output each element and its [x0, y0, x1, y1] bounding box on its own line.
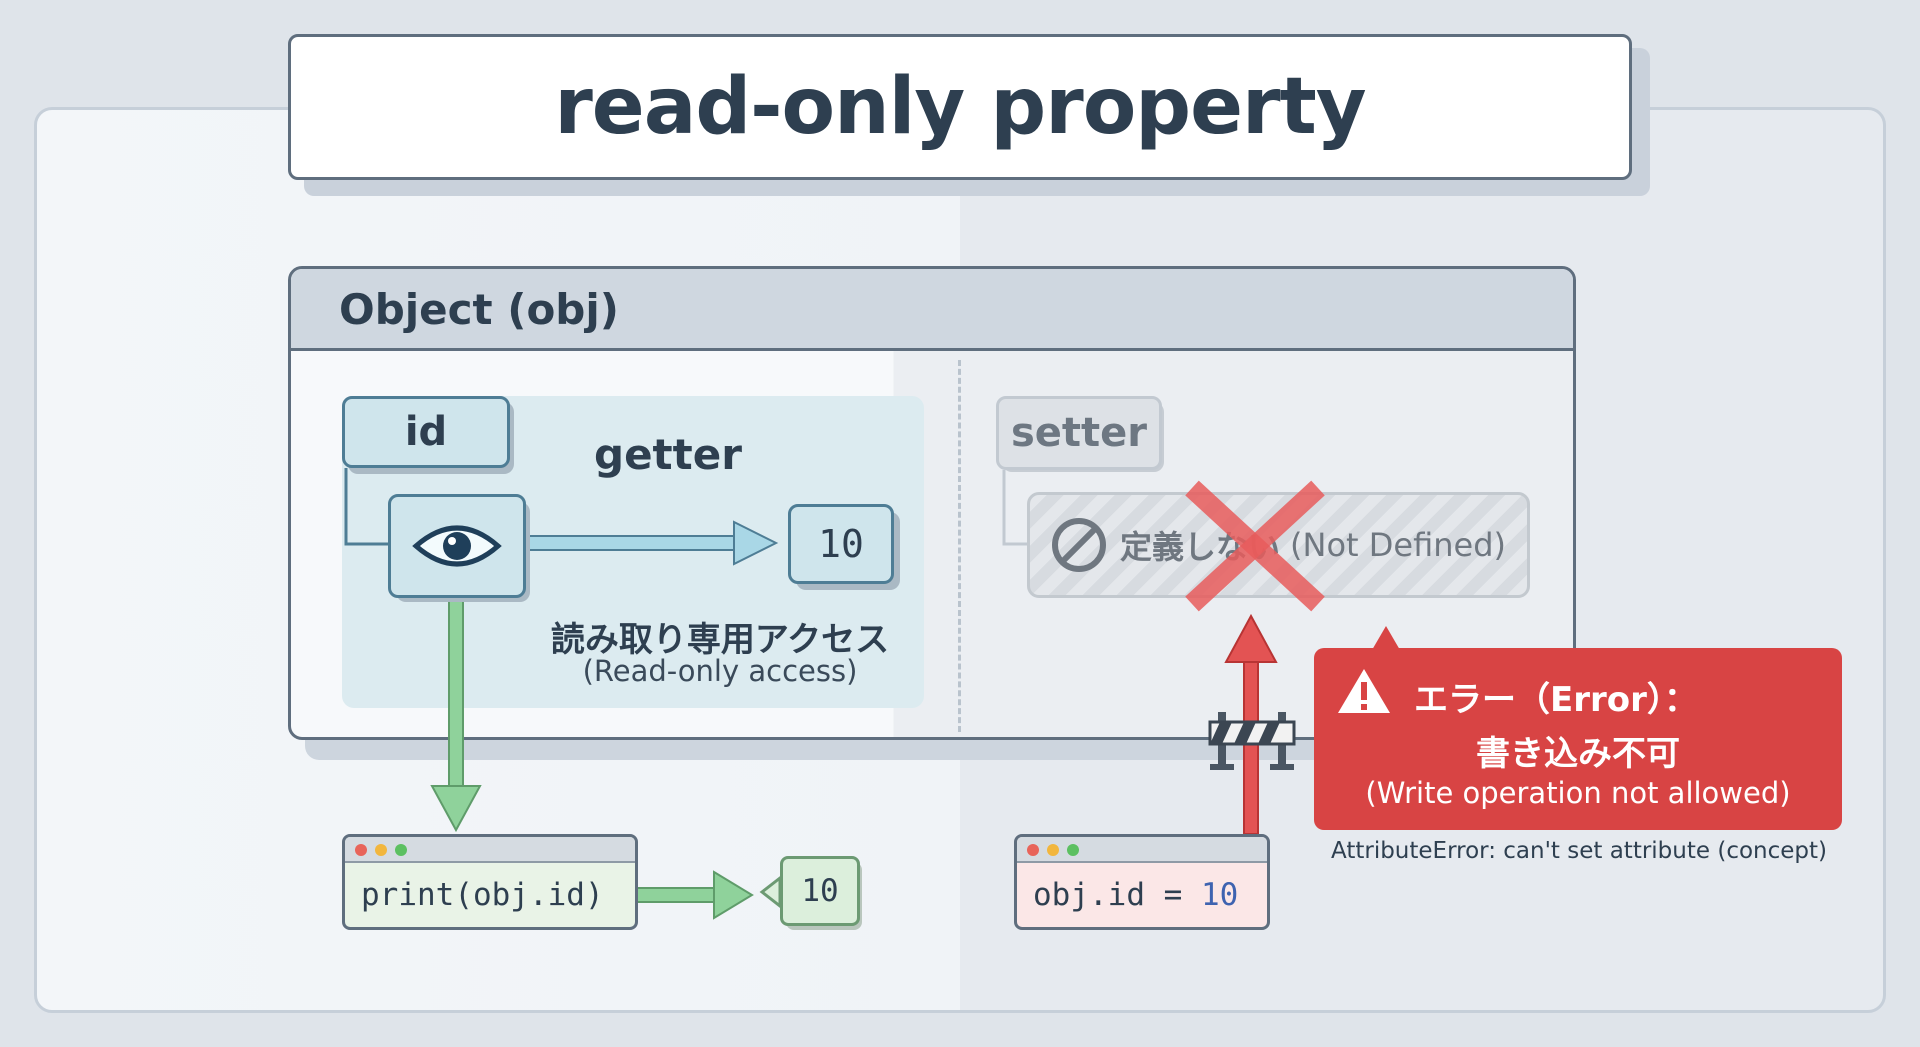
readonly-caption-en: (Read-only access)	[582, 654, 858, 688]
close-dot-icon	[355, 844, 367, 856]
maximize-dot-icon	[1067, 844, 1079, 856]
setter-code-prefix: obj.id =	[1033, 877, 1201, 913]
error-callout: エラー（Error）： 書き込み不可 (Write operation not …	[1314, 648, 1842, 830]
getter-code-text: print(obj.id)	[361, 877, 604, 913]
output-bubble: 10	[780, 856, 860, 926]
error-message-en: (Write operation not allowed)	[1365, 776, 1791, 810]
getter-label: getter	[594, 430, 742, 479]
maximize-dot-icon	[395, 844, 407, 856]
getter-arrow	[525, 520, 779, 566]
right-green-arrow	[635, 870, 782, 920]
down-green-arrow	[430, 597, 482, 833]
error-pointer	[1372, 626, 1400, 650]
getter-code: print(obj.id)	[345, 863, 635, 927]
readonly-caption-jp: 読み取り専用アクセス	[550, 620, 890, 660]
id-connector	[344, 468, 390, 546]
barrier-icon	[1208, 712, 1296, 770]
minimize-dot-icon	[375, 844, 387, 856]
object-header: Object (obj)	[291, 269, 1573, 351]
red-x-mark	[1185, 480, 1325, 612]
page-title: read-only property	[554, 62, 1366, 152]
error-message-jp: 書き込み不可	[1476, 734, 1680, 774]
center-divider	[958, 360, 961, 732]
getter-eye-box	[388, 494, 526, 598]
minimize-dot-icon	[1047, 844, 1059, 856]
getter-code-window: print(obj.id)	[342, 834, 638, 930]
up-red-arrow	[1224, 613, 1278, 835]
setter-connector	[1002, 470, 1030, 546]
eye-icon	[412, 525, 502, 567]
setter-label-box: setter	[996, 396, 1162, 470]
not-defined-en: (Not Defined)	[1290, 526, 1506, 564]
code-window-titlebar	[345, 837, 635, 863]
id-property-box: id	[342, 396, 510, 468]
warning-icon	[1338, 669, 1390, 713]
setter-code: obj.id = 10	[1017, 863, 1267, 927]
setter-code-value: 10	[1200, 877, 1239, 913]
code-window-titlebar	[1017, 837, 1267, 863]
prohibited-icon	[1052, 518, 1106, 572]
getter-value-box: 10	[788, 504, 894, 584]
close-dot-icon	[1027, 844, 1039, 856]
title-box: read-only property	[288, 34, 1632, 180]
attribute-error-note: AttributeError: can't set attribute (con…	[1331, 838, 1827, 864]
setter-code-window: obj.id = 10	[1014, 834, 1270, 930]
object-title: Object (obj)	[339, 285, 619, 334]
error-title: エラー（Error）：	[1414, 680, 1698, 720]
